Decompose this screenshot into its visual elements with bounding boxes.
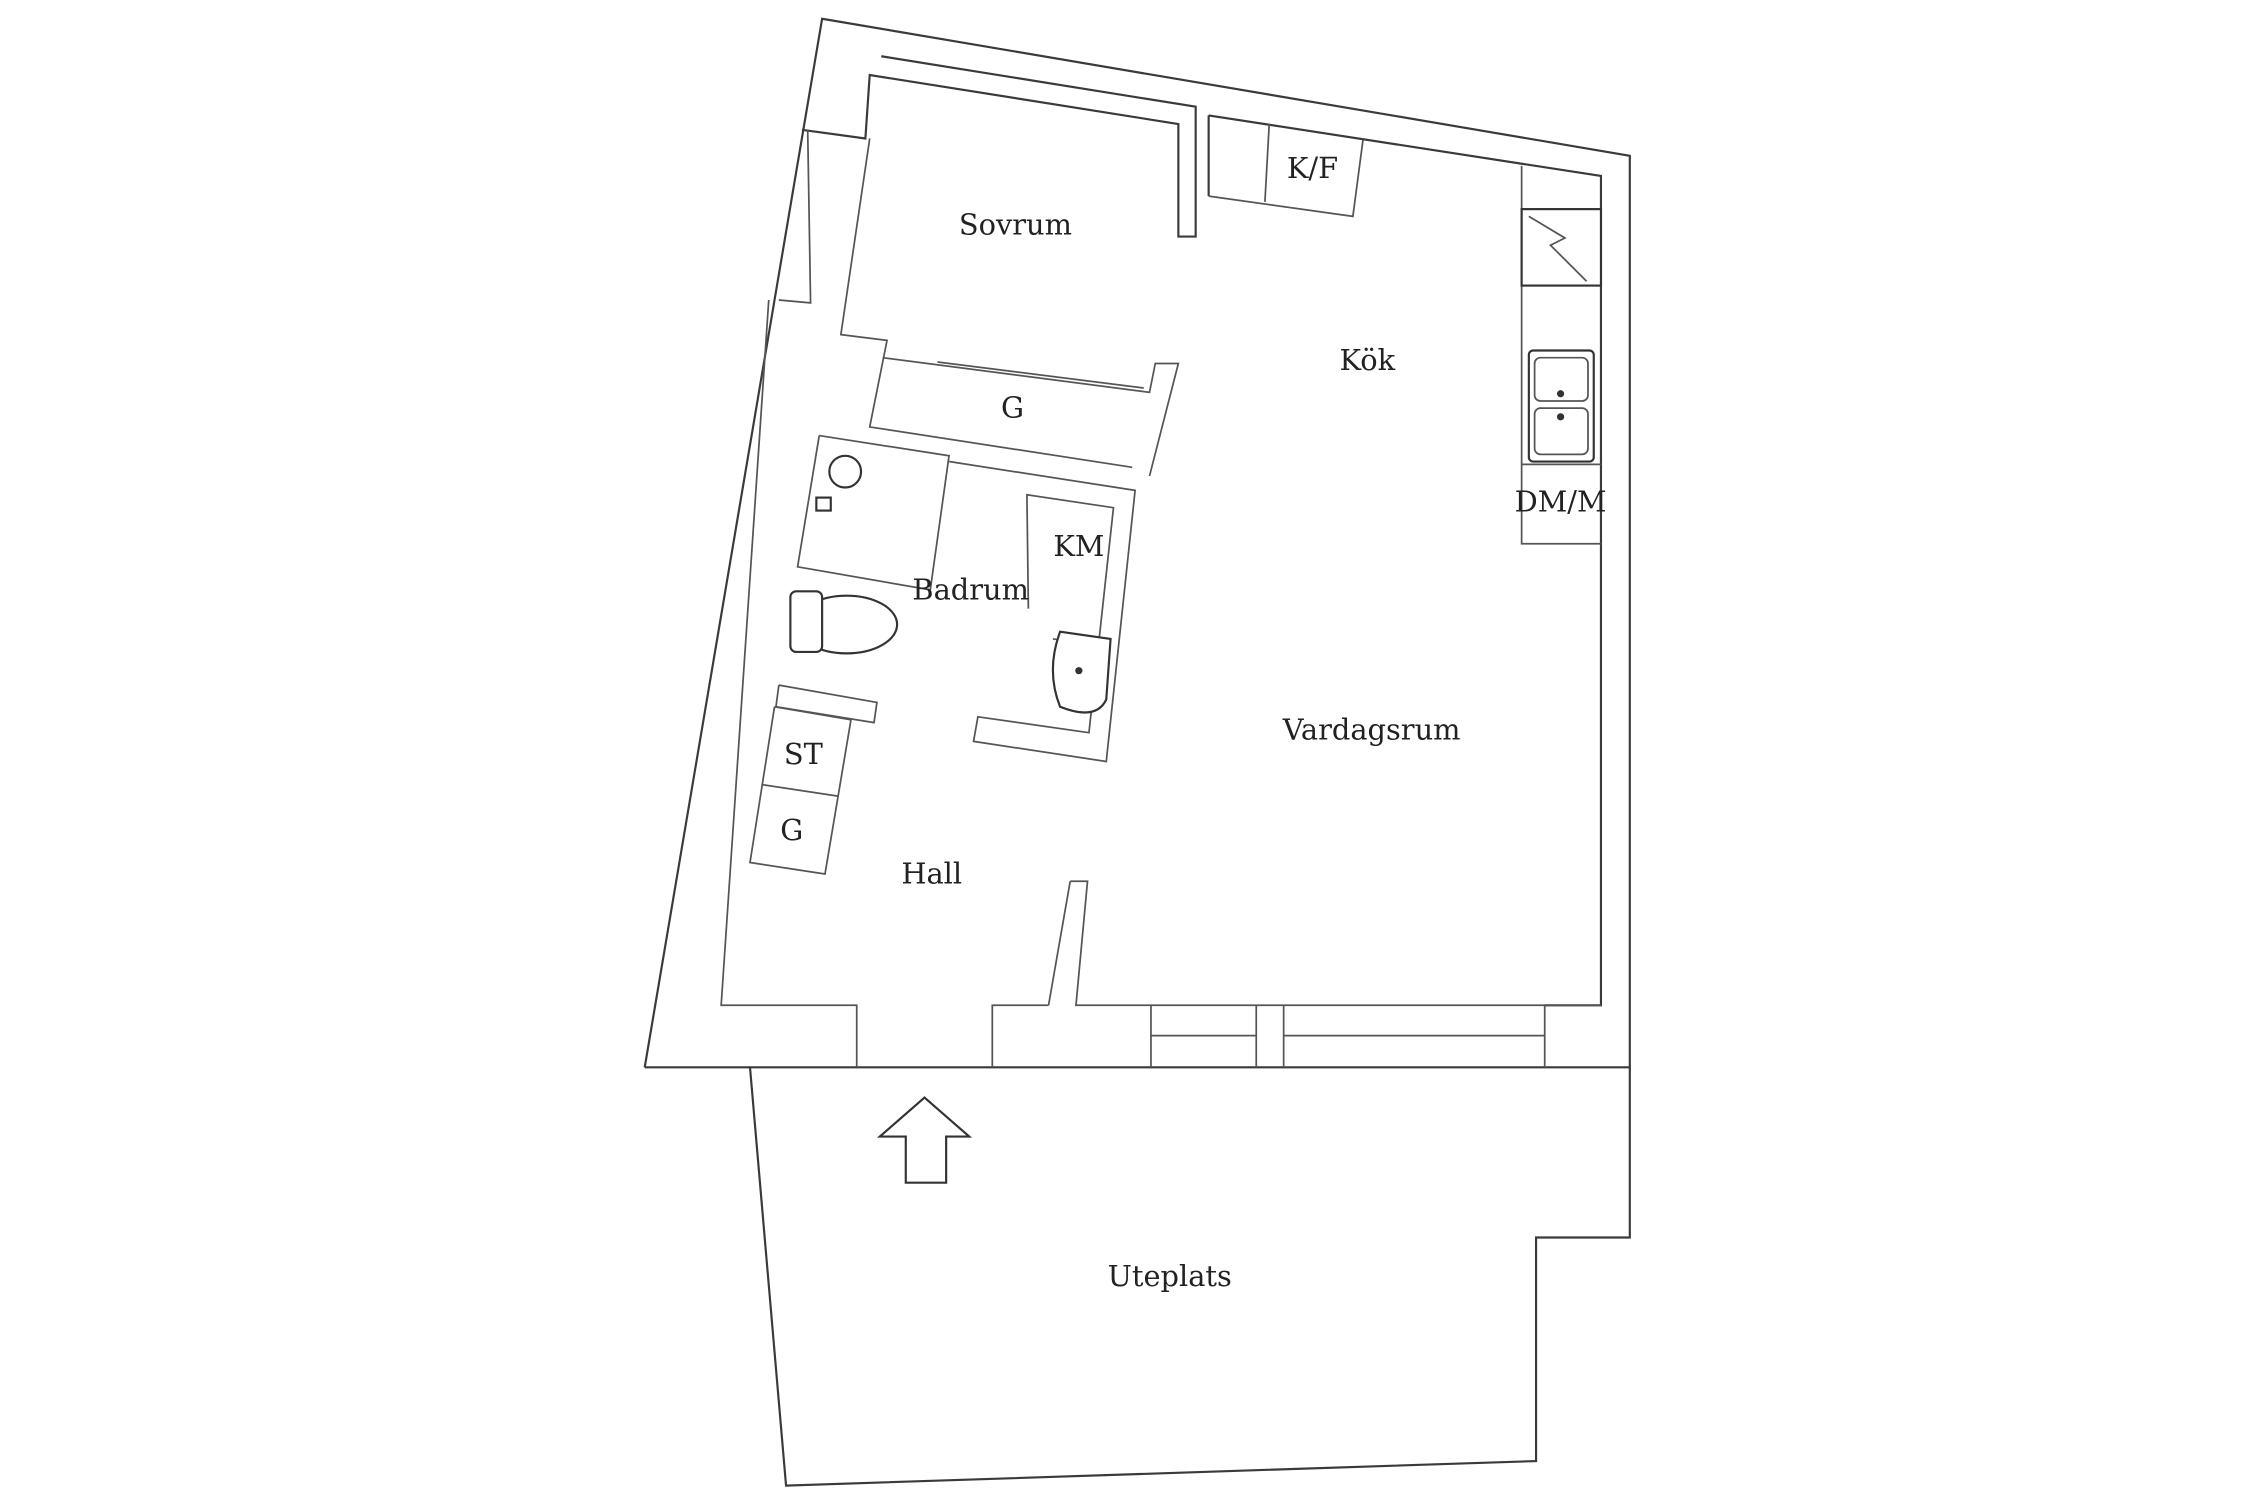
washbasin-icon — [1051, 630, 1112, 714]
toilet-icon — [789, 590, 899, 655]
living-partition — [1047, 880, 1601, 1007]
stove-icon — [1520, 208, 1603, 287]
hall-walls — [720, 299, 1049, 1068]
exterior-walls — [643, 17, 1631, 1069]
shower-drain-icon — [815, 454, 863, 512]
fridge-freezer-cabinet — [1208, 123, 1364, 218]
room-label-vardagsrum: Vardagsrum — [1282, 712, 1461, 746]
room-label-badrum: Badrum — [912, 572, 1029, 606]
hall-wardrobes — [749, 705, 852, 876]
room-label-sovrum: Sovrum — [959, 207, 1072, 241]
fixture-label-dmm: DM/M — [1515, 484, 1607, 518]
fixture-label-kf: K/F — [1287, 151, 1338, 185]
fixture-label-st: ST — [784, 737, 823, 771]
fixture-label-g-hall: G — [780, 813, 803, 847]
entrance-arrow-icon — [876, 1096, 973, 1184]
room-label-kok: Kök — [1340, 343, 1396, 377]
south-windows — [1150, 1005, 1546, 1068]
fixture-label-g-bedroom: G — [1001, 391, 1024, 425]
patio-outline — [748, 1067, 1631, 1487]
room-label-uteplats: Uteplats — [1108, 1259, 1232, 1293]
bedroom-walls — [778, 129, 1180, 477]
fixture-label-km: KM — [1053, 529, 1104, 563]
kitchen-sink-icon — [1527, 349, 1595, 463]
room-label-hall: Hall — [901, 856, 962, 890]
